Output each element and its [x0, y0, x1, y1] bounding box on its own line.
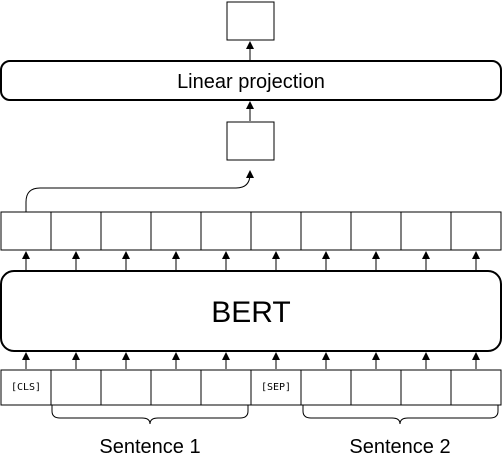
output-token-box	[350, 211, 402, 251]
output-arrows	[22, 251, 480, 270]
arrow-cls-to-pooled	[25, 170, 254, 212]
input-token-box	[300, 369, 352, 406]
sentence2-label: Sentence 2	[349, 436, 450, 458]
input-token-box	[350, 369, 402, 406]
input-token-box	[400, 369, 452, 406]
output-token-row	[0, 211, 502, 251]
output-token-box	[250, 211, 302, 251]
pooled-output-box	[226, 121, 275, 161]
output-token-box	[50, 211, 102, 251]
final-output-box	[226, 1, 275, 41]
output-token-box	[150, 211, 202, 251]
sentence1-brace	[51, 405, 249, 425]
output-token-box	[450, 211, 502, 251]
output-token-box	[400, 211, 452, 251]
bert-label: BERT	[211, 296, 290, 329]
input-token-box	[50, 369, 102, 406]
output-token-box	[300, 211, 352, 251]
input-token-box	[0, 369, 52, 406]
cls-token-label: [CLS]	[11, 382, 41, 393]
input-token-box	[250, 369, 302, 406]
linear-projection-label: Linear projection	[177, 71, 325, 93]
output-token-box	[0, 211, 52, 251]
sep-token-label: [SEP]	[261, 382, 291, 393]
input-token-row	[0, 369, 502, 406]
input-arrows	[22, 352, 480, 369]
input-token-box	[450, 369, 502, 406]
input-token-box	[150, 369, 202, 406]
output-token-box	[200, 211, 252, 251]
linear-projection-box	[0, 60, 502, 101]
output-token-box	[100, 211, 152, 251]
sentence1-label: Sentence 1	[99, 436, 200, 458]
bert-model-box	[0, 270, 502, 352]
sentence2-brace	[302, 405, 499, 425]
input-token-box	[200, 369, 252, 406]
input-token-box	[100, 369, 152, 406]
